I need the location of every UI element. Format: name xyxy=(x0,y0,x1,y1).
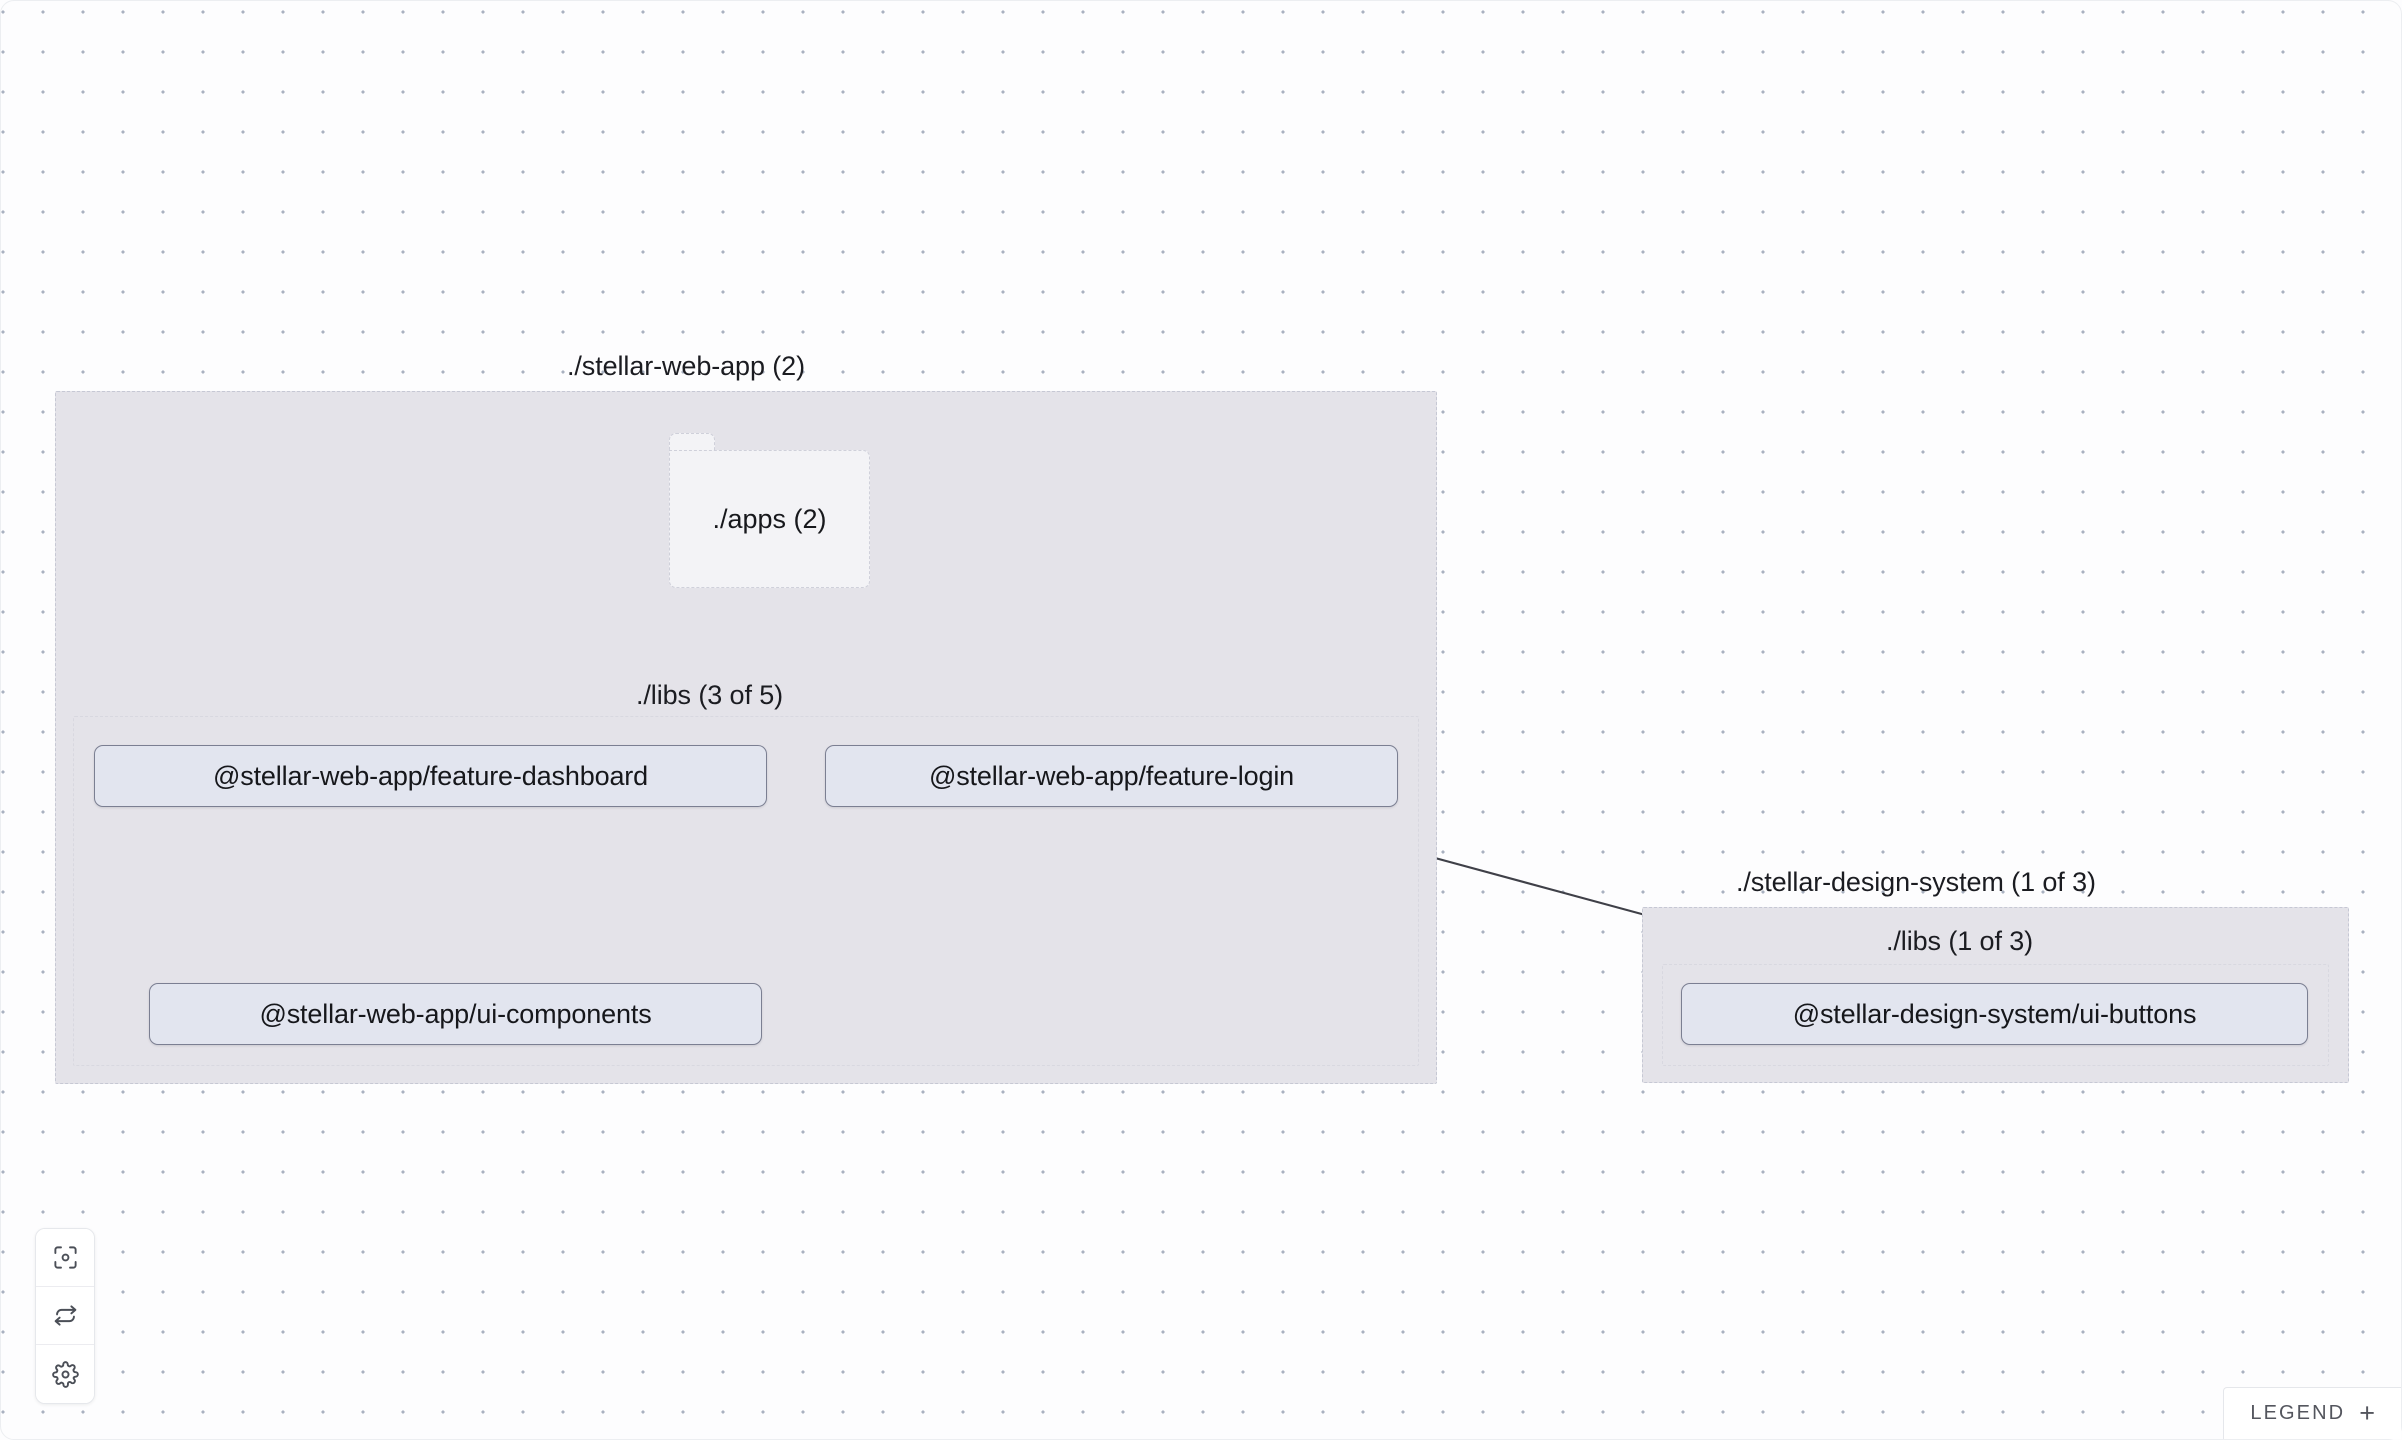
focus-graph-button[interactable] xyxy=(36,1229,94,1287)
folder-node-apps[interactable]: ./apps (2) xyxy=(669,433,870,588)
legend-expand-icon[interactable]: + xyxy=(2359,1398,2375,1428)
folder-tab-icon xyxy=(669,433,715,453)
group-label-stellar-design-system: ./stellar-design-system (1 of 3) xyxy=(1736,867,2096,897)
folder-label-apps: ./apps (2) xyxy=(712,503,827,534)
legend-label: LEGEND xyxy=(2250,1402,2346,1424)
refresh-icon xyxy=(52,1302,79,1329)
focus-target-icon xyxy=(52,1244,79,1271)
refresh-graph-button[interactable] xyxy=(36,1287,94,1345)
node-ui-buttons[interactable]: @stellar-design-system/ui-buttons xyxy=(1681,983,2308,1045)
node-label-feature-dashboard: @stellar-web-app/feature-dashboard xyxy=(212,760,649,791)
folder-body: ./apps (2) xyxy=(669,450,870,588)
node-ui-components[interactable]: @stellar-web-app/ui-components xyxy=(149,983,762,1045)
node-label-feature-login: @stellar-web-app/feature-login xyxy=(928,760,1295,791)
group-label-stellar-design-system-libs: ./libs (1 of 3) xyxy=(1886,926,2034,956)
group-stellar-web-app-libs[interactable] xyxy=(73,716,1419,1066)
graph-toolbar xyxy=(35,1228,95,1404)
node-feature-login[interactable]: @stellar-web-app/feature-login xyxy=(825,745,1398,807)
node-label-ui-components: @stellar-web-app/ui-components xyxy=(259,998,652,1029)
gear-icon xyxy=(51,1360,79,1388)
graph-settings-button[interactable] xyxy=(36,1345,94,1403)
group-label-stellar-web-app-libs: ./libs (3 of 5) xyxy=(636,680,784,710)
group-label-stellar-web-app: ./stellar-web-app (2) xyxy=(567,351,805,381)
group-stellar-design-system-libs[interactable] xyxy=(1662,964,2329,1066)
node-label-ui-buttons: @stellar-design-system/ui-buttons xyxy=(1792,998,2197,1029)
node-feature-dashboard[interactable]: @stellar-web-app/feature-dashboard xyxy=(94,745,767,807)
legend-panel[interactable]: LEGEND + xyxy=(2223,1387,2401,1439)
